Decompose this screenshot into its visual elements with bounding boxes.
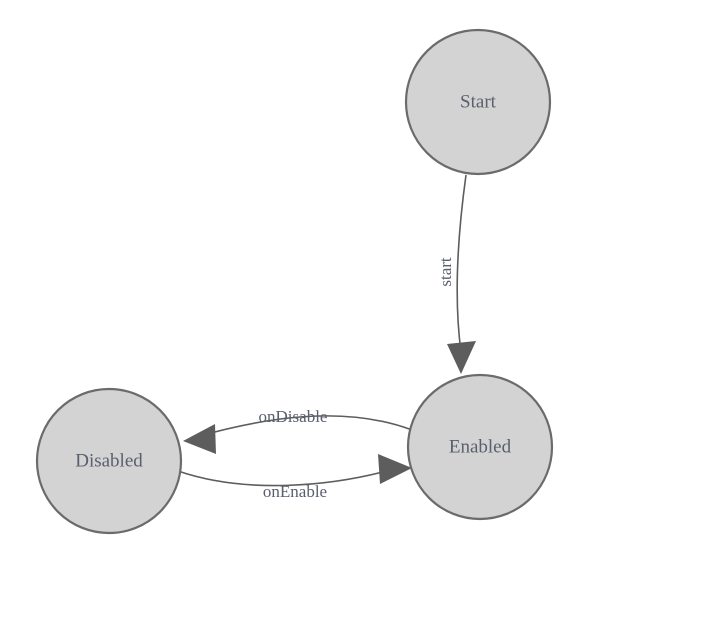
arrowhead-into-enabled-from-start [447, 341, 476, 374]
node-enabled-circle [406, 373, 554, 521]
node-disabled-circle [35, 387, 183, 535]
edge-path-start-to-enabled [456, 174, 467, 353]
edge-disabled-to-enabled[interactable] [177, 454, 412, 487]
arrowhead-into-enabled-from-disabled [378, 454, 412, 484]
node-start[interactable]: Start [404, 28, 552, 176]
node-start-circle [404, 28, 552, 176]
node-disabled[interactable]: Disabled [35, 387, 183, 535]
node-enabled-label: Enabled [449, 436, 512, 457]
node-disabled-label: Disabled [75, 450, 143, 471]
edge-enabled-to-disabled[interactable] [183, 415, 413, 454]
edge-path-disabled-to-enabled [177, 468, 395, 487]
arrowhead-into-disabled [183, 424, 216, 454]
edge-start-to-enabled[interactable] [447, 174, 476, 374]
node-start-label: Start [460, 91, 497, 112]
edge-path-enabled-to-disabled [195, 415, 413, 438]
node-enabled[interactable]: Enabled [406, 373, 554, 521]
edge-label-on-disable: onDisable [259, 407, 328, 426]
edge-label-start: start [436, 257, 455, 287]
edge-label-on-enable: onEnable [263, 482, 327, 501]
